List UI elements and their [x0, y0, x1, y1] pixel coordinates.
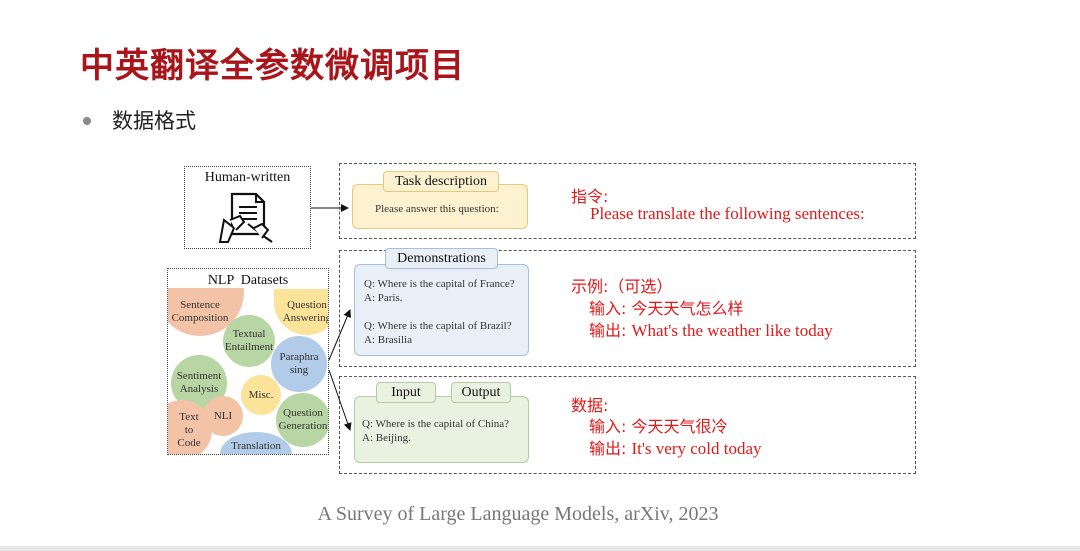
bullet-text: 数据格式 — [112, 109, 196, 133]
demo-line-2: A: Paris. — [364, 292, 403, 304]
demonstrations-tab: Demonstrations — [385, 248, 498, 269]
human-written-label: Human-written — [204, 170, 291, 185]
demonstrations-card — [354, 264, 529, 356]
bubble-misc: Misc. — [241, 375, 281, 415]
task-description-tab: Task description — [383, 171, 499, 192]
document-writing-icon — [218, 192, 273, 243]
input-output-card — [354, 396, 529, 463]
data-input-label: 输入: — [589, 417, 632, 436]
example-input-label: 输入: — [589, 299, 632, 318]
example-output-value: What's the weather like today — [631, 321, 833, 340]
example-output-label: 输出: — [589, 321, 632, 340]
instruction-head: 指令: — [571, 187, 609, 206]
citation: A Survey of Large Language Models, arXiv… — [317, 503, 719, 525]
example-output: 输出: What's the weather like today — [589, 317, 833, 341]
nlp-datasets-label: NLP Datasets — [207, 273, 289, 288]
instruction-line: Please translate the following sentences… — [590, 204, 865, 223]
data-head: 数据: — [571, 396, 609, 415]
bubble-label: NLI — [213, 409, 233, 422]
demonstration-group-box — [339, 250, 916, 367]
slide-title: 中英翻译全参数微调项目 — [80, 46, 465, 86]
data-output-label: 输出: — [589, 439, 632, 458]
io-line-2: A: Beijing. — [362, 432, 411, 444]
bullet-dot — [83, 117, 91, 125]
input-tab: Input — [376, 382, 436, 403]
io-line-1: Q: Where is the capital of China? — [362, 418, 510, 430]
demo-line-1: Q: Where is the capital of France? — [364, 278, 515, 290]
demo-line-3: Q: Where is the capital of Brazil? — [364, 320, 512, 332]
data-output-value: It's very cold today — [631, 439, 762, 458]
example-input-value: 今天天气怎么样 — [631, 299, 744, 318]
human-written-box — [184, 166, 311, 249]
data-group-box — [339, 376, 916, 474]
example-input: 输入: 今天天气怎么样 — [589, 295, 744, 319]
bottom-bar — [0, 546, 1080, 551]
data-output: 输出: It's very cold today — [589, 435, 762, 459]
task-description-text: Please answer this question: — [375, 203, 499, 215]
data-input-value: 今天天气很冷 — [631, 417, 728, 436]
demo-line-4: A: Brasilia — [364, 334, 412, 346]
bubble-label: Translation — [231, 440, 281, 452]
instruction-group-box — [339, 163, 916, 239]
bubble-translation: Translation — [220, 432, 292, 454]
output-tab: Output — [451, 382, 511, 403]
example-head: 示例:（可选） — [571, 277, 673, 296]
bubble-label: Misc. — [248, 388, 274, 401]
data-input: 输入: 今天天气很冷 — [589, 413, 728, 437]
